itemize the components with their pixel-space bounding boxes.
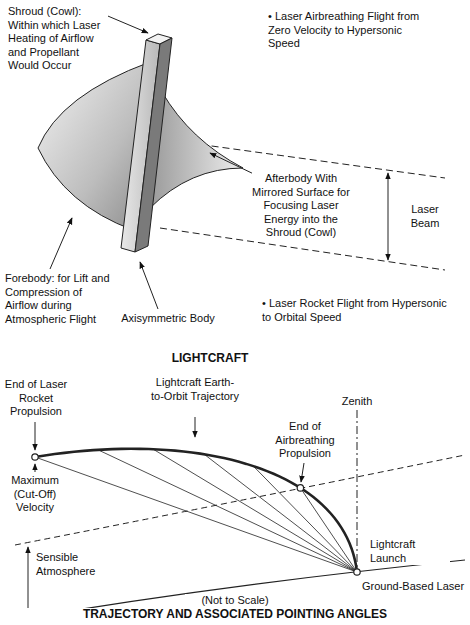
annotation-label: Shroud (Cowl): Within which Laser Heatin…	[8, 5, 108, 73]
annotation-label: Lightcraft Launch	[370, 538, 450, 565]
annotation-label: Laser Beam	[400, 203, 450, 230]
figure-title: TRAJECTORY AND ASSOCIATED POINTING ANGLE…	[10, 608, 460, 622]
annotation-label: Axisymmetric Body	[120, 312, 216, 326]
leader-line	[35, 464, 36, 472]
leader-line	[140, 262, 158, 309]
leader-line	[210, 153, 258, 176]
leader-line	[195, 417, 196, 437]
annotation-label: (Not to Scale)	[185, 594, 285, 608]
zenith-line	[357, 410, 358, 572]
leader-line	[301, 463, 304, 482]
atmosphere-arrow	[28, 547, 29, 615]
annotation-label: Zenith	[330, 395, 384, 409]
trajectory-figure	[15, 410, 465, 620]
annotation-label: Lightcraft Earth-to-Orbit Trajectory	[150, 376, 240, 403]
event-point	[297, 485, 303, 491]
pointing-line	[300, 488, 357, 572]
annotation-label: End of Laser Rocket Propulsion	[3, 378, 69, 419]
pointing-line	[204, 454, 357, 572]
beam-width-arrow	[388, 173, 389, 260]
annotation-label: Afterbody With Mirrored Surface for Focu…	[252, 172, 350, 240]
annotation-label: • Laser Airbreathing Flight from Zero Ve…	[268, 10, 433, 51]
pointing-line	[98, 450, 357, 572]
launch-point	[354, 569, 360, 575]
shroud-side	[135, 38, 172, 252]
annotation-label: Forebody: for Lift and Compression of Ai…	[5, 272, 113, 326]
event-point	[32, 454, 38, 460]
annotation-label: Maximum (Cut-Off) Velocity	[3, 474, 67, 515]
annotation-label: • Laser Rocket Flight from Hypersonic to…	[262, 297, 452, 324]
annotation-label: Ground-Based Laser	[362, 580, 466, 594]
annotation-label: Sensible Atmosphere	[36, 551, 116, 578]
figure-title: LIGHTCRAFT	[140, 352, 280, 366]
leader-line	[50, 218, 72, 269]
atmosphere-boundary	[15, 455, 465, 545]
annotation-label: End of Airbreathing Propulsion	[267, 420, 343, 461]
leader-line	[35, 422, 36, 450]
